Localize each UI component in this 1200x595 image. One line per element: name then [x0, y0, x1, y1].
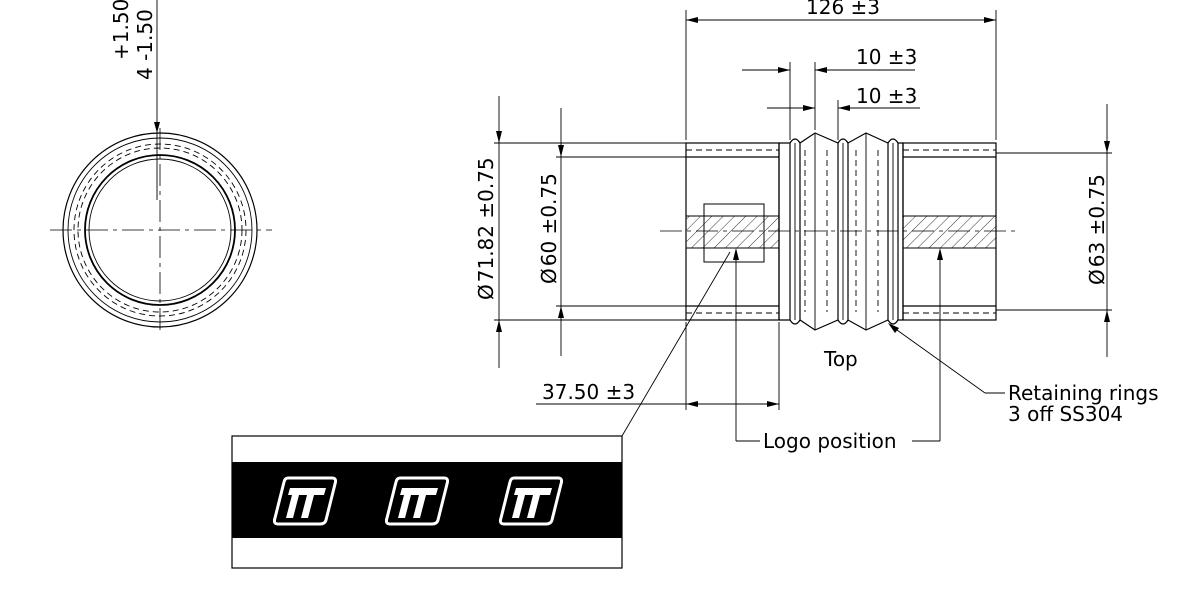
outer-diameter-text: Ø71.82 ±0.75 [474, 157, 498, 300]
end-view: +1.50 4 -1.50 [50, 0, 272, 330]
retaining-rings-line1: Retaining rings [1008, 381, 1159, 405]
dim-inner-diameter: Ø60 ±0.75 [537, 108, 686, 356]
logo-detail-band [232, 462, 622, 538]
logo-band-right [902, 215, 997, 249]
dim-pitch-1: 10 ±3 [742, 45, 917, 140]
bellows [778, 132, 904, 331]
tt-logo-icon [498, 476, 564, 526]
logo-window [703, 203, 765, 263]
logo-band-left [685, 215, 780, 249]
dim-pitch-2: 10 ±3 [767, 84, 920, 140]
wall-dim-top: +1.50 [109, 0, 133, 60]
dim-right-diameter: Ø63 ±0.75 [996, 104, 1112, 357]
pitch-1-text: 10 ±3 [856, 45, 917, 69]
dim-overall: 126 ±3 [685, 0, 997, 140]
cuff-length-text: 37.50 ±3 [542, 380, 635, 404]
top-label: Top [823, 347, 858, 371]
logo-position-text: Logo position [763, 429, 897, 453]
overall-length-text: 126 ±3 [806, 0, 880, 19]
tt-logo-icon [384, 476, 450, 526]
retaining-rings-line2: 3 off SS304 [1008, 402, 1123, 426]
dim-cuff-length: 37.50 ±3 [536, 322, 780, 410]
pitch-2-text: 10 ±3 [856, 84, 917, 108]
inner-diameter-text: Ø60 ±0.75 [537, 173, 561, 284]
tt-logo-icon [272, 476, 338, 526]
side-view [660, 132, 1020, 331]
retaining-rings-callout: Retaining rings 3 off SS304 [888, 323, 1159, 426]
logo-position-callout: Logo position [733, 248, 943, 453]
logo-detail-leader [621, 251, 731, 437]
right-diameter-text: Ø63 ±0.75 [1085, 174, 1109, 285]
wall-dim-bottom: 4 -1.50 [133, 9, 157, 80]
logo-detail [231, 435, 623, 569]
dim-outer-diameter: Ø71.82 ±0.75 [474, 96, 686, 368]
